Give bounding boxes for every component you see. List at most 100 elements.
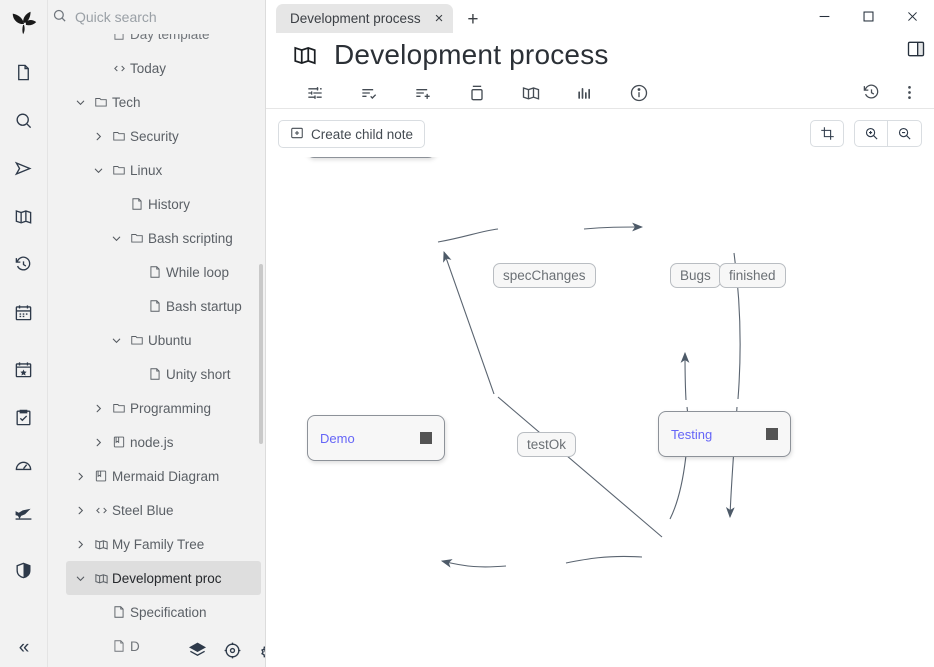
calendar-icon[interactable]: [7, 295, 41, 329]
fit-to-screen-icon[interactable]: [810, 120, 844, 147]
tree-item-mermaid-diagram[interactable]: Mermaid Diagram: [66, 459, 261, 493]
diagram-node-specification[interactable]: Specification: [306, 157, 436, 158]
gear-icon[interactable]: [258, 641, 265, 663]
tree-item-day-template[interactable]: Day template: [84, 34, 261, 51]
edge-label-specchanges[interactable]: specChanges: [493, 263, 596, 288]
tree-item-ubuntu[interactable]: Ubuntu: [102, 323, 261, 357]
tree-item-label: While loop: [166, 264, 230, 280]
diagram-canvas[interactable]: SpecificationDevelopmentTestingDemo spec…: [266, 157, 934, 667]
new-tab-button[interactable]: +: [467, 9, 479, 30]
tree-item-history[interactable]: History: [102, 187, 261, 221]
chevron-down-icon[interactable]: [106, 335, 126, 346]
tree-item-while-loop[interactable]: While loop: [120, 255, 261, 289]
tree-item-today[interactable]: Today: [84, 51, 261, 85]
node-handle[interactable]: [420, 432, 432, 444]
split-panel-icon[interactable]: [906, 39, 926, 62]
send-icon[interactable]: [7, 151, 41, 185]
note-info-icon[interactable]: [558, 78, 612, 108]
quick-search[interactable]: Quick search: [48, 0, 265, 34]
tree-scrollbar[interactable]: [259, 264, 263, 444]
history-icon[interactable]: [854, 77, 888, 107]
tree-item-unity-short[interactable]: Unity short: [120, 357, 261, 391]
diagram-node-demo[interactable]: Demo: [307, 415, 445, 461]
tree-item-label: Today: [130, 60, 167, 76]
tree-item-bash-startup[interactable]: Bash startup: [120, 289, 261, 323]
collapse-sidebar-button[interactable]: «: [0, 637, 48, 659]
owned-attributes-icon[interactable]: [342, 78, 396, 108]
tree-item-node-js[interactable]: node.js: [84, 425, 261, 459]
zoom-out-icon[interactable]: [888, 120, 922, 147]
left-icon-rail: «: [0, 0, 48, 667]
edge-label-bugs[interactable]: Bugs: [670, 263, 721, 288]
search-icon: [52, 8, 67, 26]
note-paths-icon[interactable]: [450, 78, 504, 108]
recent-changes-icon[interactable]: [7, 247, 41, 281]
calendar-star-icon[interactable]: [7, 352, 41, 386]
tree-item-bash-scripting[interactable]: Bash scripting: [102, 221, 261, 255]
tree-item-specification[interactable]: Specification: [84, 595, 261, 629]
create-child-note-button[interactable]: Create child note: [278, 120, 426, 148]
chevron-right-icon[interactable]: [88, 131, 108, 142]
folder-icon: [126, 333, 148, 347]
plane-icon[interactable]: [7, 496, 41, 530]
chevron-down-icon[interactable]: [88, 165, 108, 176]
chevron-right-icon[interactable]: [70, 471, 90, 482]
minimize-icon[interactable]: [802, 0, 846, 33]
note-icon: [144, 265, 166, 279]
tree-item-programming[interactable]: Programming: [84, 391, 261, 425]
search-icon[interactable]: [7, 103, 41, 137]
gauge-icon[interactable]: [7, 448, 41, 482]
main-area: Development process × + Development p: [266, 0, 934, 667]
node-handle[interactable]: [766, 428, 778, 440]
chevron-right-icon[interactable]: [70, 539, 90, 550]
maximize-icon[interactable]: [846, 0, 890, 33]
note-icon: [108, 639, 130, 653]
tree-item-d[interactable]: D: [84, 629, 261, 663]
diagram-edges: [437, 222, 741, 568]
tree-item-label: node.js: [130, 434, 174, 450]
basic-properties-icon[interactable]: [288, 78, 342, 108]
tree-item-development-proc[interactable]: Development proc: [66, 561, 261, 595]
add-attribute-icon[interactable]: [396, 78, 450, 108]
shield-icon[interactable]: [7, 553, 41, 587]
tasks-icon[interactable]: [7, 400, 41, 434]
chevron-down-icon[interactable]: [106, 233, 126, 244]
collapse-sidebar-label: «: [18, 637, 30, 658]
chevron-right-icon[interactable]: [88, 437, 108, 448]
note-map-icon[interactable]: [504, 78, 558, 108]
tree-item-label: Steel Blue: [112, 502, 174, 518]
chevron-right-icon[interactable]: [70, 505, 90, 516]
book-map-icon: [292, 42, 318, 68]
chevron-down-icon[interactable]: [70, 573, 90, 584]
tree-item-label: Development proc: [112, 570, 222, 586]
diagram-node-testing[interactable]: Testing: [658, 411, 791, 457]
tree-floating-buttons: [188, 641, 265, 663]
tree-item-tech[interactable]: Tech: [66, 85, 261, 119]
tree-item-label: Mermaid Diagram: [112, 468, 220, 484]
layers-icon[interactable]: [188, 641, 207, 663]
close-icon[interactable]: ×: [434, 10, 444, 27]
more-vertical-icon[interactable]: [892, 77, 926, 107]
edge-label-testok[interactable]: testOk: [517, 432, 577, 457]
chevron-down-icon[interactable]: [70, 97, 90, 108]
tree-item-label: Programming: [130, 400, 212, 416]
zoom-controls: [810, 120, 922, 147]
tree-item-my-family-tree[interactable]: My Family Tree: [66, 527, 261, 561]
note-icon[interactable]: [7, 55, 41, 89]
tree-item-linux[interactable]: Linux: [84, 153, 261, 187]
tab-development-process[interactable]: Development process ×: [276, 4, 454, 33]
edge-label-finished[interactable]: finished: [719, 263, 786, 288]
tree-item-label: Day template: [130, 34, 210, 42]
chevron-right-icon[interactable]: [88, 403, 108, 414]
target-icon[interactable]: [223, 641, 242, 663]
book-map-icon[interactable]: [7, 199, 41, 233]
tree-item-steel-blue[interactable]: Steel Blue: [66, 493, 261, 527]
zoom-in-icon[interactable]: [854, 120, 888, 147]
tree-item-label: Tech: [112, 94, 141, 110]
diagram-toolbar: Create child note: [266, 109, 934, 157]
tree-item-security[interactable]: Security: [84, 119, 261, 153]
note-ribbon: [266, 71, 934, 109]
info-circle-icon[interactable]: [612, 78, 666, 108]
close-icon[interactable]: [890, 0, 934, 33]
